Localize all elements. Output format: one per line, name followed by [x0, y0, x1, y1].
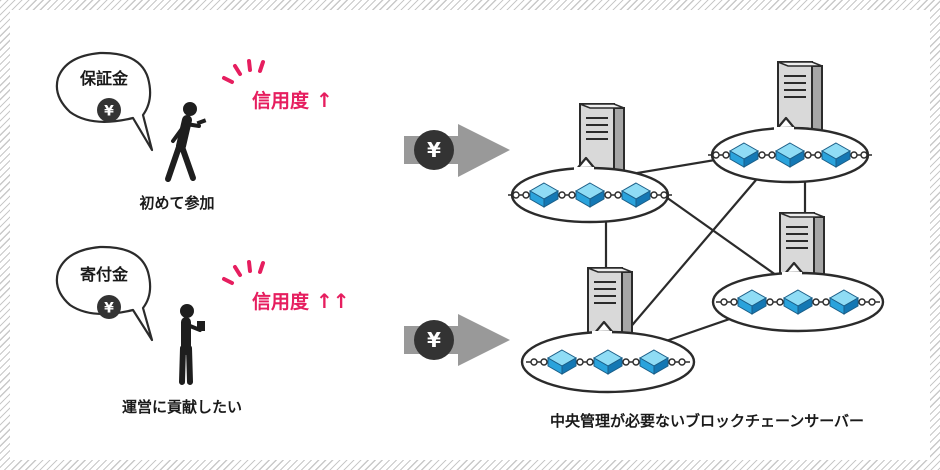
- trust-double-up-arrow: ↑↑: [316, 289, 350, 313]
- yen-coin-icon: ¥: [97, 295, 121, 319]
- yen-arrow-icon: ¥: [404, 314, 510, 366]
- standing-person-with-phone-icon: [179, 304, 205, 385]
- block-cube-icon: [592, 349, 624, 375]
- trust-up-arrow: ↑: [316, 88, 333, 112]
- block-chain: [708, 142, 872, 168]
- case-contribute: 寄付金 ¥: [55, 245, 350, 416]
- attention-burst-icon: [222, 260, 265, 285]
- yen-symbol: ¥: [427, 138, 441, 162]
- walking-person-with-phone-icon: [165, 102, 207, 182]
- yen-symbol: ¥: [104, 301, 114, 317]
- network-caption: 中央管理が必要ないブロックチェーンサーバー: [550, 412, 864, 430]
- caption-contribute: 運営に貢献したい: [122, 398, 242, 416]
- block-cube-icon: [528, 182, 560, 208]
- block-cube-icon: [820, 142, 852, 168]
- speech-bubble: 保証金 ¥: [55, 51, 154, 152]
- block-cube-icon: [728, 142, 760, 168]
- case-first-participation: 保証金 ¥: [55, 51, 333, 212]
- block-cube-icon: [638, 349, 670, 375]
- node-bottom-right: [711, 212, 885, 333]
- block-cube-icon: [828, 289, 860, 315]
- block-chain: [526, 349, 690, 375]
- block-chain: [508, 182, 672, 208]
- bubble-label: 寄付金: [80, 265, 129, 284]
- node-top-right: [708, 61, 872, 184]
- block-cube-icon: [774, 142, 806, 168]
- block-cube-icon: [736, 289, 768, 315]
- trust-label: 信用度: [252, 89, 310, 112]
- trust-label: 信用度: [252, 290, 310, 313]
- yen-symbol: ¥: [104, 104, 114, 120]
- block-chain: [716, 289, 880, 315]
- speech-bubble: 寄付金 ¥: [55, 245, 154, 342]
- bubble-label: 保証金: [79, 69, 129, 88]
- diagram-canvas: 保証金 ¥: [55, 51, 885, 430]
- node-top-left: [508, 103, 672, 224]
- yen-coin-icon: ¥: [97, 98, 121, 122]
- block-cube-icon: [620, 182, 652, 208]
- yen-symbol: ¥: [427, 328, 441, 352]
- network-link: [627, 179, 757, 331]
- content-panel: 保証金 ¥: [10, 10, 930, 460]
- node-bottom-left: [520, 267, 696, 394]
- yen-arrow-icon: ¥: [404, 124, 510, 177]
- block-cube-icon: [546, 349, 578, 375]
- attention-burst-icon: [222, 59, 265, 84]
- block-cube-icon: [782, 289, 814, 315]
- server-tower-icon: [579, 103, 625, 175]
- block-cube-icon: [574, 182, 606, 208]
- blockchain-network: [508, 61, 885, 394]
- caption-first-participation: 初めて参加: [139, 194, 214, 212]
